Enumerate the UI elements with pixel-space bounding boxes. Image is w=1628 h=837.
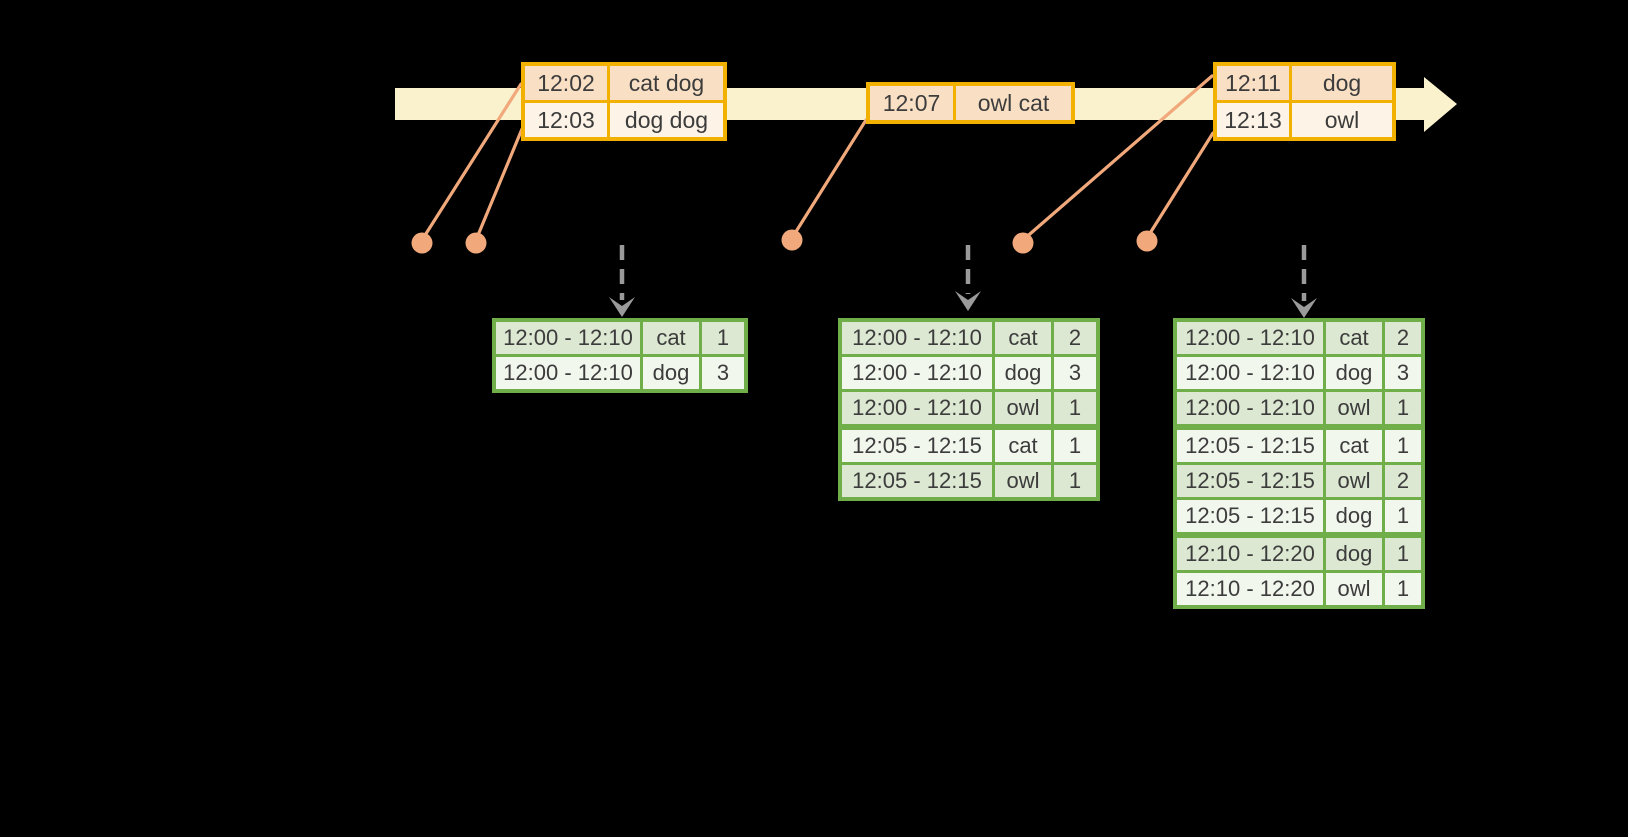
word-cell: cat	[1326, 430, 1382, 462]
word-cell: cat	[643, 322, 699, 354]
window-cell: 12:00 - 12:10	[496, 322, 640, 354]
count-cell: 1	[1054, 465, 1096, 497]
count-cell: 2	[1385, 322, 1421, 354]
count-cell: 1	[1054, 392, 1096, 424]
count-cell: 2	[1054, 322, 1096, 354]
window-cell: 12:00 - 12:10	[842, 392, 992, 424]
window-cell: 12:05 - 12:15	[1177, 500, 1323, 532]
window-cell: 12:00 - 12:10	[496, 357, 640, 389]
count-cell: 1	[1385, 392, 1421, 424]
event-dot	[781, 229, 803, 251]
trigger-arrow-icon	[1291, 245, 1317, 318]
word-cell: owl	[1326, 573, 1382, 605]
count-cell: 3	[702, 357, 744, 389]
count-cell: 3	[1054, 357, 1096, 389]
word-cell: owl	[1326, 392, 1382, 424]
count-cell: 1	[1385, 430, 1421, 462]
timeline-arrowhead-icon	[1424, 77, 1457, 132]
window-cell: 12:00 - 12:10	[842, 322, 992, 354]
window-cell: 12:00 - 12:10	[1177, 392, 1323, 424]
window-cell: 12:10 - 12:20	[1177, 538, 1323, 570]
window-cell: 12:05 - 12:15	[1177, 465, 1323, 497]
event-connector-line	[790, 118, 868, 240]
event-dot	[465, 232, 487, 254]
event-time-cell: 12:03	[525, 103, 607, 137]
window-cell: 12:00 - 12:10	[1177, 357, 1323, 389]
event-connector-line	[1145, 131, 1215, 240]
count-cell: 1	[702, 322, 744, 354]
event-connector-line	[1021, 74, 1214, 242]
event-dot	[411, 232, 433, 254]
word-cell: cat	[995, 322, 1051, 354]
event-connector-line	[474, 127, 524, 242]
window-cell: 12:00 - 12:10	[842, 357, 992, 389]
window-cell: 12:00 - 12:10	[1177, 322, 1323, 354]
window-cell: 12:05 - 12:15	[1177, 430, 1323, 462]
window-cell: 12:10 - 12:20	[1177, 573, 1323, 605]
word-cell: dog	[1326, 357, 1382, 389]
count-cell: 1	[1385, 500, 1421, 532]
event-dot	[1136, 230, 1158, 252]
word-cell: dog	[1326, 538, 1382, 570]
event-time-cell: 12:13	[1217, 103, 1289, 137]
trigger-arrow-icon	[609, 245, 635, 317]
word-cell: owl	[1326, 465, 1382, 497]
event-connector-line	[420, 82, 523, 242]
count-cell: 1	[1054, 430, 1096, 462]
count-cell: 3	[1385, 357, 1421, 389]
event-words-cell: owl	[1292, 103, 1392, 137]
event-words-cell: owl cat	[956, 86, 1071, 120]
event-words-cell: dog dog	[610, 103, 723, 137]
event-time-cell: 12:02	[525, 66, 607, 100]
event-time-cell: 12:07	[870, 86, 953, 120]
count-cell: 1	[1385, 538, 1421, 570]
word-cell: owl	[995, 465, 1051, 497]
word-cell: dog	[995, 357, 1051, 389]
count-cell: 1	[1385, 573, 1421, 605]
word-cell: cat	[1326, 322, 1382, 354]
window-cell: 12:05 - 12:15	[842, 465, 992, 497]
count-cell: 2	[1385, 465, 1421, 497]
event-words-cell: dog	[1292, 66, 1392, 100]
word-cell: cat	[995, 430, 1051, 462]
event-dot	[1012, 232, 1034, 254]
event-time-cell: 12:11	[1217, 66, 1289, 100]
word-cell: dog	[643, 357, 699, 389]
word-cell: dog	[1326, 500, 1382, 532]
trigger-arrow-icon	[955, 245, 981, 311]
window-cell: 12:05 - 12:15	[842, 430, 992, 462]
word-cell: owl	[995, 392, 1051, 424]
event-words-cell: cat dog	[610, 66, 723, 100]
